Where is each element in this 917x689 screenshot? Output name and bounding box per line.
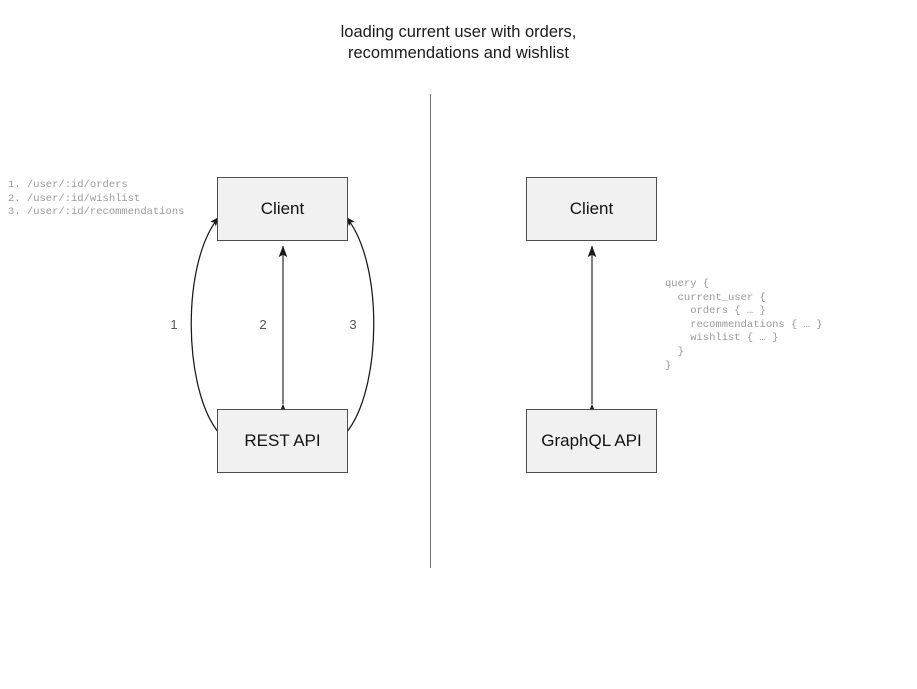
vertical-divider (430, 94, 431, 568)
node-graphql-api[interactable]: GraphQL API (526, 409, 657, 473)
edge-label-2: 2 (259, 317, 267, 332)
node-client-graphql[interactable]: Client (526, 177, 657, 241)
diagram-title: loading current user with orders, recomm… (340, 23, 577, 62)
edge-label-3: 3 (349, 317, 357, 332)
node-rest-api[interactable]: REST API (217, 409, 348, 473)
rest-endpoint-list: 1. /user/:id/orders 2. /user/:id/wishlis… (8, 179, 185, 219)
rest-edge-1 (190, 216, 228, 443)
node-client-rest[interactable]: Client (217, 177, 348, 241)
graphql-query-snippet: query { current_user { orders { … } reco… (665, 278, 823, 372)
edge-label-1: 1 (170, 317, 178, 332)
